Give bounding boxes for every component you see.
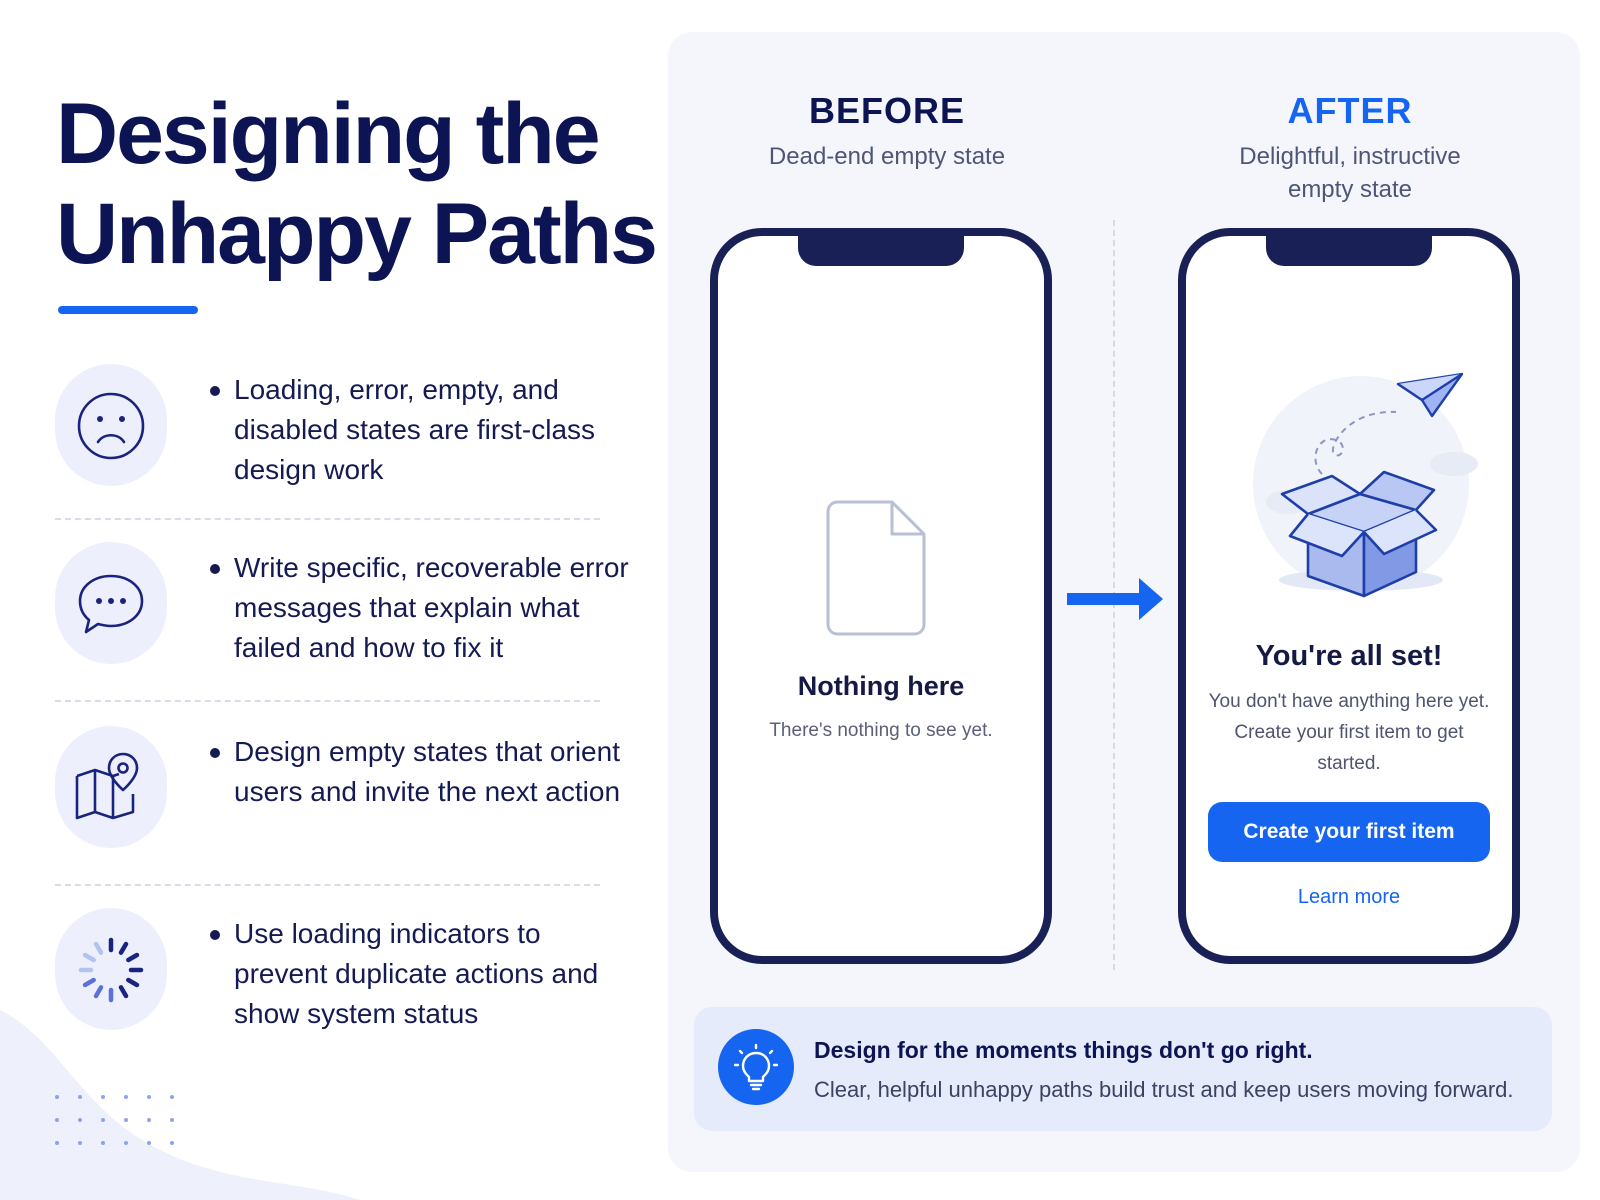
open-box-illustration: [1253, 372, 1478, 598]
before-subtitle: Dead-end empty state: [768, 143, 1006, 170]
create-first-item-button[interactable]: Create your first item: [1208, 802, 1490, 862]
decor-dot: [147, 1118, 151, 1122]
decor-dot: [101, 1095, 105, 1099]
right-arrow-icon: [1067, 578, 1163, 620]
decor-dot: [124, 1141, 128, 1145]
title-line-1: Designing the: [56, 86, 601, 182]
bullet-text: Use loading indicators to prevent duplic…: [234, 918, 599, 1029]
blank-file-icon: [826, 500, 926, 636]
spinner-dash: [126, 977, 140, 988]
after-label: AFTER: [1287, 90, 1413, 131]
decor-dot: [101, 1118, 105, 1122]
bullet-marker: [210, 386, 220, 396]
decor-dot: [78, 1095, 82, 1099]
decor-dot: [78, 1118, 82, 1122]
bullet-divider: [55, 518, 600, 520]
tip-subtitle: Clear, helpful unhappy paths build trust…: [814, 1077, 1514, 1102]
before-label: BEFORE: [808, 90, 965, 131]
after-subtitle-text: Delightful, instructive empty state: [1239, 143, 1461, 203]
title-underline: [58, 306, 198, 314]
page-title: Designing the Unhappy Paths: [56, 84, 658, 284]
bullet-marker: [210, 748, 220, 758]
decor-dot: [101, 1141, 105, 1145]
dot-grid-decoration: [55, 1095, 195, 1175]
before-screen-title: Nothing here: [797, 671, 965, 701]
spinner-dash: [126, 952, 140, 963]
spinner-dash: [82, 952, 96, 963]
decor-dot: [170, 1141, 174, 1145]
spinner-dash: [93, 941, 104, 955]
bullet-marker: [210, 930, 220, 940]
after-screen-subtitle: You don't have anything here yet. Create…: [1208, 691, 1490, 774]
decor-dot: [147, 1141, 151, 1145]
bullet-divider: [55, 700, 600, 702]
decor-dot: [124, 1095, 128, 1099]
after-subtitle: Delightful, instructive empty state: [1170, 140, 1530, 206]
title-line-2: Unhappy Paths: [56, 186, 658, 282]
before-screen-subtitle: There's nothing to see yet.: [769, 720, 993, 741]
bullet-text: Loading, error, empty, and disabled stat…: [234, 374, 596, 485]
decor-dot: [124, 1118, 128, 1122]
bullet-divider: [55, 884, 600, 886]
chat-bubble-icon: [55, 542, 167, 664]
loading-spinner-icon: [55, 908, 167, 1030]
bullet-item-loading-states: Loading, error, empty, and disabled stat…: [55, 364, 600, 514]
spinner-dash: [118, 985, 129, 999]
map-pin-icon: [55, 726, 167, 848]
after-phone-mockup: You're all set! You don't have anything …: [1178, 228, 1520, 964]
lightbulb-icon: [718, 1029, 794, 1105]
tip-callout: Design for the moments things don't go r…: [694, 1007, 1552, 1131]
bullet-text: Write specific, recoverable error messag…: [234, 552, 629, 663]
bullet-item-loading-indicators: Use loading indicators to prevent duplic…: [55, 908, 600, 1058]
decor-dot: [170, 1095, 174, 1099]
phone-notch: [798, 234, 964, 266]
decor-dot: [55, 1141, 59, 1145]
bullet-item-error-messages: Write specific, recoverable error messag…: [55, 542, 629, 692]
before-phone-mockup: Nothing here There's nothing to see yet.: [710, 228, 1052, 964]
tip-title: Design for the moments things don't go r…: [814, 1037, 1313, 1063]
decor-dot: [78, 1141, 82, 1145]
spinner-dash: [118, 941, 129, 955]
decor-dot: [55, 1095, 59, 1099]
phone-notch: [1266, 234, 1432, 266]
after-screen-title: You're all set!: [1255, 640, 1443, 672]
bullet-text: Design empty states that orient users an…: [234, 736, 621, 807]
bullet-marker: [210, 564, 220, 574]
sad-face-icon: [55, 364, 167, 486]
decor-dot: [55, 1118, 59, 1122]
learn-more-link[interactable]: Learn more: [1297, 886, 1401, 908]
bullet-item-empty-states: Design empty states that orient users an…: [55, 726, 620, 876]
decor-dot: [147, 1095, 151, 1099]
decor-dot: [170, 1118, 174, 1122]
spinner-dash: [93, 985, 104, 999]
spinner-dash: [82, 977, 96, 988]
